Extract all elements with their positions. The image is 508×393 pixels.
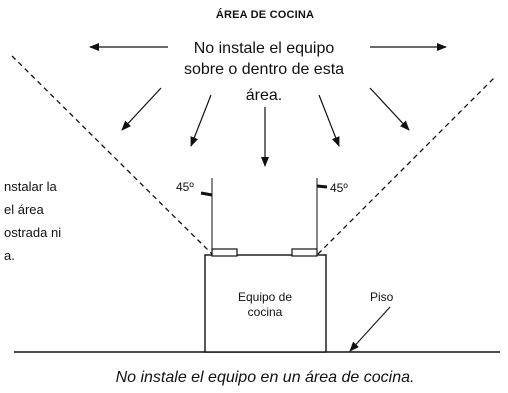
floor-leader-arrow (349, 306, 391, 352)
equipment-knob-right (291, 248, 318, 257)
angle-label-left: 45º (176, 180, 194, 194)
arrow-diag-far-left (121, 87, 162, 131)
side-text-line-4: a. (4, 248, 15, 263)
floor-label: Piso (370, 290, 394, 304)
warning-line-3: área. (246, 87, 282, 104)
diagram-title: ÁREA DE COCINA (216, 8, 314, 21)
warning-line-1: No instale el equipo (194, 40, 335, 57)
warning-line-2: sobre o dentro de esta (184, 61, 344, 78)
figure-caption: No instale el equipo en un área de cocin… (116, 369, 415, 386)
equipment-knob-left (211, 248, 238, 257)
side-text-line-1: nstalar la (4, 179, 58, 194)
arrow-diag-near-left (190, 94, 212, 147)
angle-label-right: 45º (330, 181, 348, 195)
angle-arc-left (200, 191, 213, 197)
boundary-line-left (11, 55, 213, 255)
angle-arc-right (316, 184, 328, 189)
equipment-label-line-2: cocina (248, 305, 283, 319)
side-text-line-2: el área (4, 202, 45, 217)
boundary-line-right (317, 77, 495, 255)
equipment-box (204, 254, 327, 353)
side-text-line-3: ostrada ni (4, 225, 61, 240)
arrow-diag-far-right (369, 87, 410, 131)
arrow-diag-near-right (318, 94, 340, 147)
equipment-label-line-1: Equipo de (238, 290, 292, 304)
